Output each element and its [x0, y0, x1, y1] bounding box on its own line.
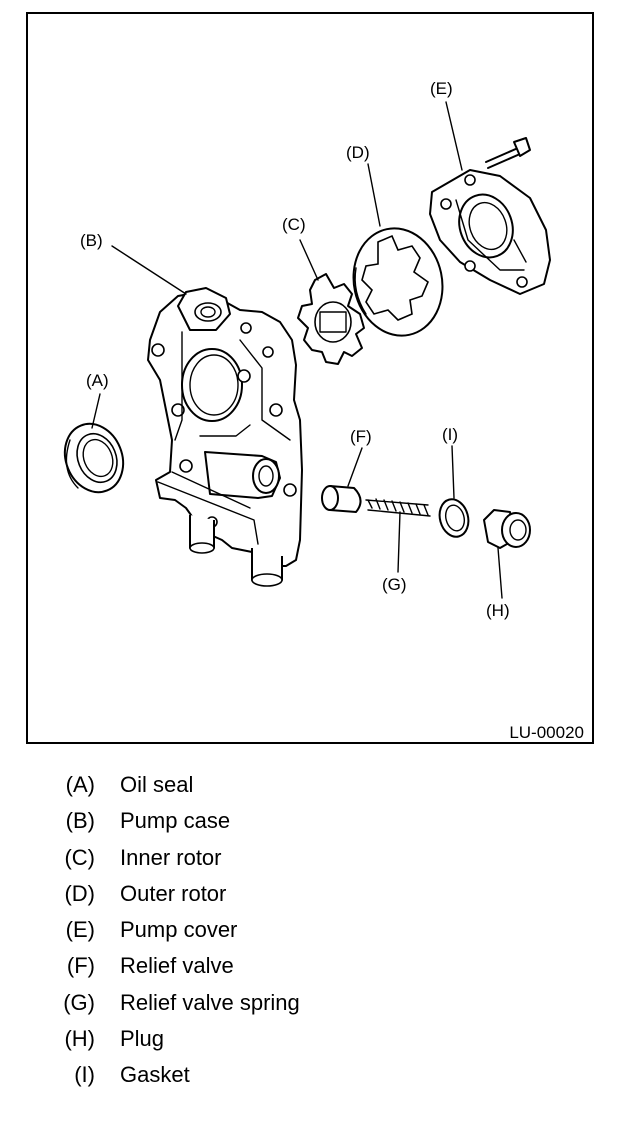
relief-valve-spring-part: [365, 498, 431, 517]
legend-row: (B) Pump case: [0, 808, 640, 844]
legend-description: Plug: [120, 1026, 165, 1052]
legend-description: Relief valve spring: [120, 989, 300, 1015]
legend-code: (B): [65, 808, 95, 834]
callout-f: (F): [350, 427, 372, 446]
outer-rotor-part: [352, 227, 444, 337]
oil-seal-part: [63, 422, 125, 494]
legend-code: (C): [64, 844, 95, 870]
legend-row: (E) Pump cover: [0, 917, 640, 953]
legend-description: Inner rotor: [120, 844, 222, 870]
legend-row: (G) Relief valve spring: [0, 990, 640, 1026]
legend-description: Pump case: [120, 808, 231, 834]
inner-rotor-part: [297, 273, 365, 365]
legend-row: (I) Gasket: [0, 1062, 640, 1098]
legend-code: (H): [64, 1026, 95, 1052]
callout-e: (E): [430, 79, 453, 98]
legend-description: Pump cover: [120, 917, 238, 943]
legend-row: (D) Outer rotor: [0, 881, 640, 917]
legend-description: Gasket: [120, 1062, 190, 1088]
callout-d: (D): [346, 143, 370, 162]
legend-row: (C) Inner rotor: [0, 845, 640, 881]
oil-pump-exploded-diagram: (A) (B) (C) (D) (E) (F) (G) (H) (I) LU-0…: [63, 79, 584, 742]
legend-row: (H) Plug: [0, 1026, 640, 1062]
legend-row: (F) Relief valve: [0, 953, 640, 989]
pump-cover-part: [429, 137, 551, 295]
gasket-part: [438, 498, 470, 538]
callout-h: (H): [486, 601, 510, 620]
figure-id-label: LU-00020: [509, 723, 584, 742]
relief-valve-part: [321, 485, 362, 513]
legend-description: Outer rotor: [120, 880, 227, 906]
callout-i: (I): [442, 425, 458, 444]
legend-code: (A): [65, 772, 95, 797]
legend-row: (A) Oil seal: [0, 772, 640, 808]
plug-part: [483, 509, 531, 549]
callout-g: (G): [382, 575, 407, 594]
callout-b: (B): [80, 231, 103, 250]
legend-code: (I): [74, 1062, 95, 1088]
legend-code: (E): [65, 917, 95, 943]
pump-case-part: [147, 287, 303, 587]
leader-lines: [91, 101, 503, 599]
legend-code: (G): [63, 989, 95, 1015]
legend-description: Oil seal: [120, 772, 194, 797]
legend-code: (F): [66, 953, 95, 979]
callout-a: (A): [86, 371, 109, 390]
parts-legend: (A) Oil seal (B) Pump case (C) Inner rot…: [0, 772, 640, 1099]
diagram-frame: [26, 12, 594, 744]
callout-c: (C): [282, 215, 306, 234]
legend-code: (D): [64, 880, 95, 906]
legend-description: Relief valve: [120, 953, 234, 979]
